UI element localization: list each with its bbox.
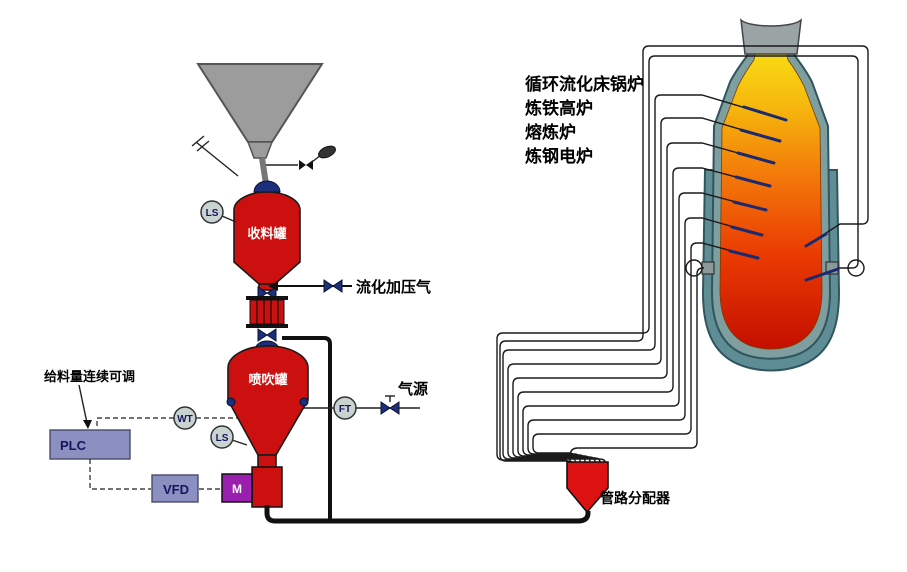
injection-lance — [804, 232, 828, 248]
vfd-label: VFD — [163, 482, 189, 497]
wt-to-plc-dash — [96, 417, 174, 429]
ls-top-label: LS — [206, 208, 219, 219]
control-system: 给料量连续可调 PLC VFD — [44, 369, 221, 503]
aeration-pad — [226, 397, 236, 407]
blowing-tank-label: 喷吹罐 — [248, 372, 287, 387]
inlet-stub-flange — [196, 140, 210, 152]
receiving-tank: 收料罐 — [233, 180, 301, 291]
motor-label: M — [232, 482, 242, 496]
hopper-cone — [196, 63, 324, 143]
motor-body — [221, 473, 253, 503]
fluidizing-valve — [323, 279, 343, 293]
ls-bottom-label: LS — [216, 433, 229, 444]
valve-dome-top — [253, 180, 281, 193]
feed-note-arrow-line — [78, 384, 88, 424]
injection-lance — [730, 225, 764, 237]
conveying-pipe — [499, 45, 869, 463]
fluidizing-gas-line: 流化加压气 — [268, 278, 431, 296]
furnace-melt — [719, 37, 823, 350]
application-list: 循环流化床锅炉 炼铁高炉 熔炼炉 炼钢电炉 — [525, 74, 644, 166]
conveying-pipe — [507, 117, 781, 463]
distributor-label: 管路分配器 — [600, 490, 671, 506]
blowing-tank: 喷吹罐 — [226, 340, 309, 470]
feed-hopper — [191, 63, 336, 185]
inlet-stub-pipe — [195, 141, 239, 177]
injection-lance — [734, 175, 772, 188]
valve-lower — [257, 328, 277, 342]
handwheel-icon — [318, 145, 336, 159]
gas-source-label: 气源 — [397, 380, 428, 398]
rotary-feeder — [251, 466, 283, 508]
conveying-pipe — [502, 94, 787, 463]
conveying-pipe — [532, 242, 759, 462]
injection-lance — [739, 128, 782, 143]
ls-top-leader — [221, 215, 237, 223]
conveying-pipe — [517, 167, 771, 463]
bellows-flange-bottom — [246, 324, 288, 328]
plc-to-vfd-dash — [89, 459, 151, 490]
injection-lance — [742, 105, 788, 122]
vent-pipe — [282, 336, 332, 519]
aeration-pad — [299, 397, 309, 407]
wt-label: WT — [177, 414, 193, 425]
gas-valve — [380, 401, 400, 415]
bellows-flange-top — [246, 296, 288, 300]
inlet-stub-flange — [191, 135, 205, 147]
level-switch-bottom — [210, 425, 234, 449]
ft-label: FT — [339, 404, 351, 415]
application-item: 炼钢电炉 — [525, 146, 593, 166]
injection-lance — [736, 151, 776, 165]
receiving-tank-label: 收料罐 — [247, 226, 286, 241]
plc-label: PLC — [60, 438, 87, 453]
instruments: LS LS WT FT — [173, 200, 357, 449]
application-item: 循环流化床锅炉 — [525, 74, 644, 94]
blowing-tank-body — [227, 345, 309, 456]
level-switch-top — [200, 200, 224, 224]
expansion-coil-left — [685, 259, 703, 277]
feed-note-arrowhead — [83, 420, 92, 429]
conveying-pipe — [527, 217, 763, 462]
furnace-throat-collar — [740, 18, 802, 55]
vfd-box — [151, 474, 199, 503]
handwheel-valve-body — [299, 160, 313, 170]
application-item: 炼铁高炉 — [525, 98, 593, 118]
expansion-coil-right — [847, 259, 865, 277]
main-conveying-pipe — [264, 505, 591, 524]
fluidizing-arrowhead — [268, 281, 278, 291]
receiving-tank-body — [233, 191, 301, 285]
gas-source-line: 气源 — [356, 380, 428, 415]
injection-lance — [732, 200, 768, 212]
injection-lance — [728, 249, 760, 260]
ls-bottom-leader — [231, 439, 248, 446]
inter-tank-train — [246, 286, 288, 342]
injection-lance — [804, 267, 840, 282]
pipeline-distributor — [566, 461, 609, 514]
fluidizing-gas-label: 流化加压气 — [356, 278, 431, 296]
bellows — [249, 299, 285, 325]
hopper-outlet-pipe — [259, 157, 269, 185]
conveying-pipe — [569, 267, 704, 462]
conveying-pipe — [522, 192, 767, 463]
conveying-pipe — [512, 142, 775, 463]
pipe-bundle — [496, 45, 869, 463]
application-item: 熔炼炉 — [525, 122, 576, 142]
hopper-neck — [246, 141, 274, 159]
furnace — [701, 18, 841, 372]
feed-note-label: 给料量连续可调 — [44, 369, 135, 384]
